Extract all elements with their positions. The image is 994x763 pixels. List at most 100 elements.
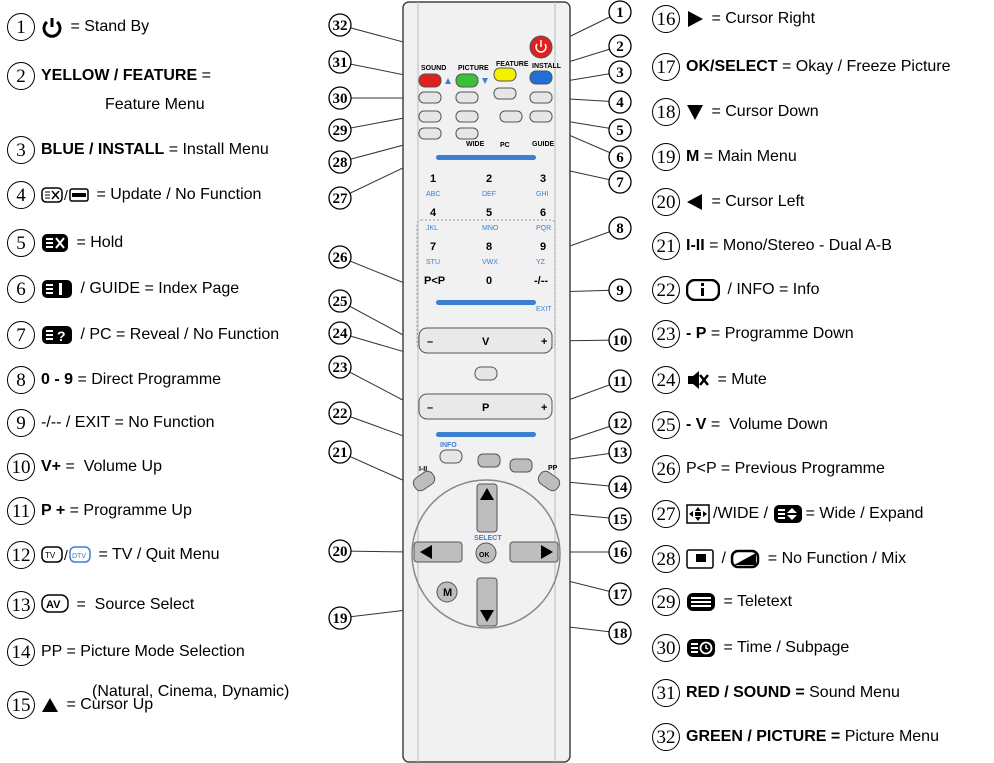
legend-number: 31 <box>652 679 680 707</box>
callout-number: 15 <box>613 512 628 528</box>
digit-key-3[interactable]: 4 <box>430 207 437 219</box>
legend-number: 8 <box>7 366 35 394</box>
legend-item-15: 15 = Cursor Up <box>7 691 153 719</box>
cursor-right-button[interactable] <box>509 541 559 563</box>
callout-circle-30 <box>328 86 352 110</box>
legend-number: 17 <box>652 53 680 81</box>
legend-key-name: GREEN / PICTURE = <box>686 728 841 745</box>
digit-key-9[interactable]: P<P <box>424 275 445 287</box>
legend-number: 7 <box>7 321 35 349</box>
update-button[interactable] <box>529 91 553 104</box>
legend-item-6: 6 / GUIDE = Index Page <box>7 275 239 303</box>
color-button-label: INSTALL <box>532 63 562 70</box>
digit-key-8[interactable]: 9 <box>540 241 546 253</box>
svg-text:AV: AV <box>46 599 61 611</box>
av-button[interactable] <box>509 458 533 473</box>
tv-button[interactable] <box>477 453 501 468</box>
legend-number: 29 <box>652 588 680 616</box>
callout-number: 14 <box>613 480 629 496</box>
select-label: SELECT <box>474 535 502 542</box>
main-menu-button[interactable] <box>436 581 458 603</box>
legend-number: 32 <box>652 723 680 751</box>
digit-key-7[interactable]: 8 <box>486 241 492 253</box>
digit-key-11[interactable]: -/-- <box>534 275 548 287</box>
volume-rocker[interactable] <box>418 327 553 354</box>
mix-button[interactable] <box>418 110 442 123</box>
picture-mode-button[interactable] <box>536 469 562 493</box>
keypad-letters: PQR <box>536 225 551 232</box>
legend-item-32: 32 GREEN / PICTURE = Picture Menu <box>652 723 939 751</box>
legend-item-25: 25- V = Volume Down <box>652 411 828 439</box>
digit-key-4[interactable]: 5 <box>486 207 492 219</box>
time-subpage-button[interactable] <box>455 91 479 104</box>
hold-small-button[interactable] <box>493 87 517 100</box>
legend-description: Sound Menu <box>804 684 900 701</box>
legend-item-22: 22 / INFO = Info <box>652 276 819 304</box>
cursor-down-button[interactable] <box>476 577 498 627</box>
separator-bar-1 <box>436 155 536 160</box>
wide-expand-button[interactable] <box>455 127 479 140</box>
callout-number: 3 <box>616 65 624 81</box>
legend-description: = Mono/Stereo - Dual A-B <box>704 237 892 254</box>
programme-rocker[interactable] <box>418 393 553 420</box>
legend-description: Picture Menu <box>840 728 939 745</box>
callout-number: 32 <box>333 18 348 34</box>
hold-button[interactable] <box>455 110 479 123</box>
callout-number: 10 <box>613 333 628 349</box>
legend-description: = Stand By <box>66 18 150 35</box>
callout-circle-4 <box>608 90 632 114</box>
legend-description-2: = No Function / Mix <box>763 550 907 567</box>
no-function-button[interactable] <box>418 127 442 140</box>
cursor-left-button[interactable] <box>413 541 463 563</box>
ok-select-button[interactable] <box>475 542 497 564</box>
callout-circle-26 <box>328 245 352 269</box>
callout-circle-12 <box>608 411 632 435</box>
legend-description: = Teletext <box>719 593 793 610</box>
legend-description: / INFO = Info <box>723 281 820 298</box>
legend-continuation-picture-modes: (Natural, Cinema, Dynamic) <box>92 683 290 700</box>
yellow-feature-button[interactable] <box>493 67 517 82</box>
mute-button[interactable] <box>474 366 498 381</box>
blue-install-button[interactable] <box>529 70 553 85</box>
legend-description: = Okay / Freeze Picture <box>777 58 951 75</box>
volume-up-key[interactable]: + <box>541 336 547 348</box>
index-button[interactable] <box>529 110 553 123</box>
legend-description: = Cursor Right <box>707 10 816 27</box>
triangle-up-icon <box>480 488 494 500</box>
green-picture-button[interactable] <box>455 73 479 88</box>
red-sound-button[interactable] <box>418 73 442 88</box>
teletext-button[interactable] <box>418 91 442 104</box>
programme-up-key[interactable]: + <box>541 402 547 414</box>
info-button[interactable] <box>439 449 463 464</box>
mono-stereo-button[interactable] <box>411 469 437 493</box>
legend-item-24: 24 = Mute <box>652 366 767 394</box>
callout-circle-10 <box>608 328 632 352</box>
digit-key-5[interactable]: 6 <box>540 207 546 219</box>
legend-description: = Update / No Function <box>92 186 262 203</box>
cursor-up-button[interactable] <box>476 483 498 533</box>
reveal-button[interactable] <box>499 110 523 123</box>
info-icon <box>686 279 720 301</box>
exit-label: EXIT <box>536 306 552 313</box>
digit-key-0[interactable]: 1 <box>430 173 436 185</box>
volume-down-key[interactable]: – <box>427 336 433 348</box>
legend-description: = Time / Subpage <box>719 639 850 656</box>
triangle-right-icon <box>541 545 553 559</box>
legend-number: 19 <box>652 143 680 171</box>
triangle-left-icon <box>686 193 704 211</box>
digit-key-1[interactable]: 2 <box>486 173 492 185</box>
triangle-down-icon <box>686 103 704 121</box>
digit-key-2[interactable]: 3 <box>540 173 546 185</box>
digit-key-10[interactable]: 0 <box>486 275 492 287</box>
programme-down-key[interactable]: – <box>427 402 433 414</box>
callout-number: 30 <box>333 91 348 107</box>
legend-number: 15 <box>7 691 35 719</box>
digit-key-6[interactable]: 7 <box>430 241 436 253</box>
legend-key-name: OK/SELECT <box>686 58 778 75</box>
svg-text:/: / <box>64 187 68 203</box>
legend-description: = Source Select <box>72 596 195 613</box>
legend-number: 2 <box>7 62 35 90</box>
callout-circle-19 <box>328 606 352 630</box>
legend-description: = Mute <box>713 371 767 388</box>
